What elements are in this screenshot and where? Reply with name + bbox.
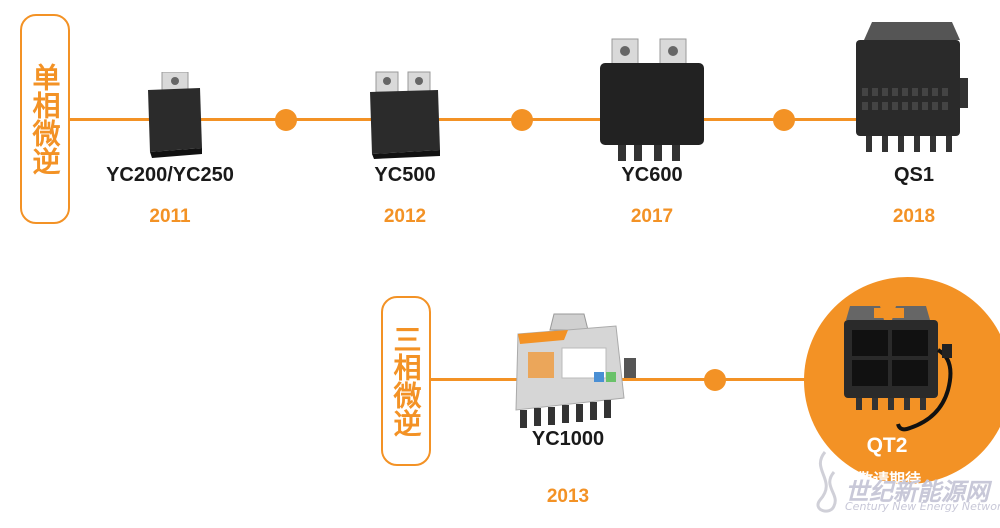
watermark-title: 世纪新能源网 [845,478,989,506]
product-model: QT2 [866,434,908,457]
product-model: YC200/YC250 [106,164,234,186]
product-subtitle: 敬请期待 [857,470,922,489]
yc200-device-image [148,72,202,158]
single-phase-timeline-line [66,118,876,121]
watermark-flame-logo [816,451,837,513]
single-phase-label: 单相微逆 [20,14,70,224]
product-year: 2011 [149,206,191,227]
three-phase-label: 三相微逆 [381,296,431,466]
timeline-dot [773,109,795,131]
three-phase-timeline-line [426,378,826,381]
product-year: 2017 [630,206,674,227]
timeline-dot [275,109,297,131]
product-model: YC500 [374,164,436,186]
timeline-dot [511,109,533,131]
watermark-subtitle: Century New Energy Network [845,500,1000,513]
timeline-dot [704,369,726,391]
product-model: YC1000 [531,428,605,450]
yc1000-device-image [515,313,636,428]
product-year: 2018 [892,206,936,227]
yc600-device-image [600,38,704,161]
yc500-device-image [370,71,440,159]
product-model: QS1 [893,164,935,186]
qs1-device-image [856,22,968,152]
qt2-device-image [844,306,953,432]
product-year: 2013 [546,486,590,507]
product-year: 2012 [383,206,427,227]
product-model: YC600 [621,164,683,186]
